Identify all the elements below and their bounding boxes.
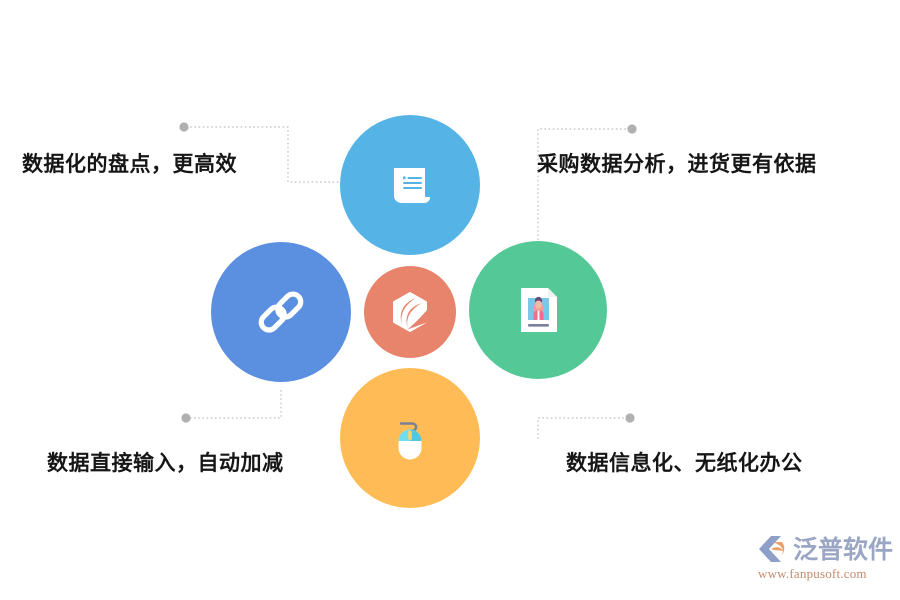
label-bottom-left: 数据直接输入，自动加减 [47,451,284,475]
connector-top-right [537,124,637,243]
node-circle-center-logo[interactable] [364,266,456,358]
fanpu-logo-mark-icon [759,536,785,562]
connector-dot-top-right [627,124,637,134]
connector-top-left [179,122,352,183]
label-bottom-right: 数据信息化、无纸化办公 [566,451,803,475]
connector-bottom-left [181,390,282,423]
watermark: 泛普软件 www.fanpusoft.com [757,534,893,592]
connector-dot-bottom-right [625,413,635,423]
connector-dot-bottom-left [181,413,191,423]
node-circle-data-entry[interactable] [211,242,351,382]
watermark-brand-text: 泛普软件 [793,534,894,564]
chain-link-icon [258,291,304,333]
node-circle-inventory[interactable] [340,115,480,255]
label-top-left: 数据化的盘点，更高效 [22,152,237,176]
computer-mouse-icon [398,422,422,460]
node-circle-paperless-office[interactable] [340,368,480,508]
watermark-url: www.fanpusoft.com [758,566,867,581]
hexagon-leaf-logo-icon [393,292,427,332]
id-card-document-icon [521,288,557,332]
scroll-document-icon [394,168,430,203]
connector-dot-top-left [179,122,189,132]
watermark-brand-row: 泛普软件 [757,534,893,564]
connector-bottom-right [537,413,635,440]
node-circle-purchase-analysis[interactable] [469,241,607,379]
label-top-right: 采购数据分析，进货更有依据 [537,152,817,176]
